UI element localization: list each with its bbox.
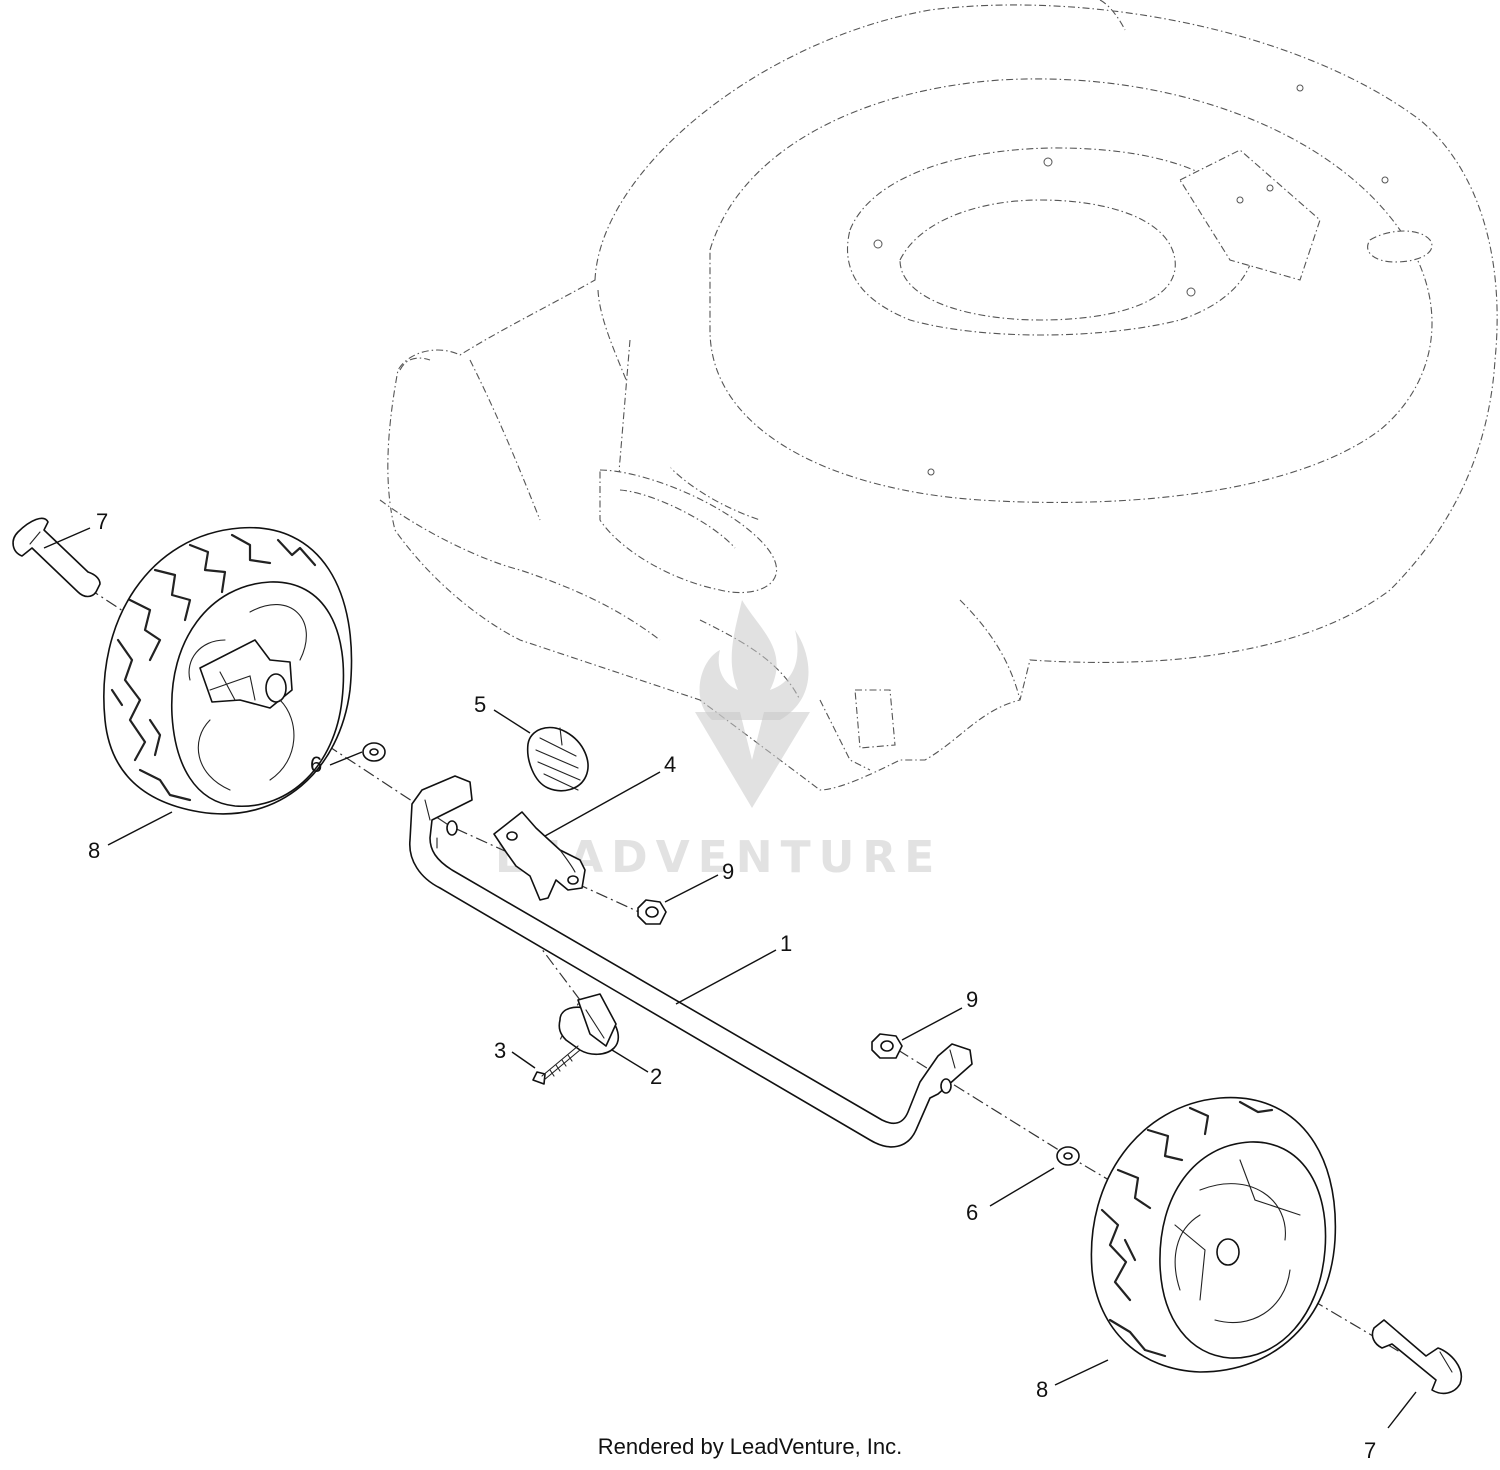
callout-7-left: 7 [96, 509, 108, 534]
leader-lines [43, 527, 1417, 1429]
leader-7-right [1387, 1391, 1417, 1429]
callout-8-left: 8 [88, 838, 100, 863]
leader-8-left [107, 811, 173, 846]
washer-right [1056, 1146, 1080, 1166]
leader-9-upper [664, 874, 719, 903]
leader-2 [611, 1049, 649, 1073]
callout-9-upper: 9 [722, 859, 734, 884]
callout-2: 2 [650, 1064, 662, 1089]
leader-6-right [989, 1167, 1055, 1207]
callout-6-right: 6 [966, 1200, 978, 1225]
adjuster-knob [526, 726, 589, 792]
leader-8-right [1054, 1359, 1109, 1386]
callout-6-left: 6 [310, 752, 322, 777]
leader-6-left [329, 751, 363, 766]
mower-deck-outline [379, 0, 1498, 791]
axle-bolt-left [12, 517, 101, 598]
callout-3: 3 [494, 1038, 506, 1063]
callout-5: 5 [474, 692, 486, 717]
callout-9-lower: 9 [966, 987, 978, 1012]
leader-7-left [43, 527, 91, 549]
callout-1: 1 [780, 931, 792, 956]
footer-credit: Rendered by LeadVenture, Inc. [597, 1434, 903, 1459]
nut-upper [637, 899, 667, 925]
washer-left [362, 742, 386, 762]
leader-9-lower [901, 1007, 963, 1041]
axle-rod [409, 775, 973, 1148]
leader-1 [675, 949, 777, 1005]
adjuster-bracket [493, 811, 586, 901]
callout-labels: 7 5 4 6 8 9 1 3 2 9 6 8 7 [88, 509, 1376, 1463]
height-latch [558, 993, 620, 1056]
leader-4 [544, 771, 661, 837]
nut-lower [871, 1033, 903, 1059]
callout-4: 4 [664, 752, 676, 777]
leader-5 [493, 709, 531, 734]
callout-7-right: 7 [1364, 1438, 1376, 1463]
wheel-left [103, 526, 353, 815]
screw [532, 1045, 581, 1085]
callout-8-right: 8 [1036, 1377, 1048, 1402]
leader-3 [511, 1051, 536, 1069]
axle-bolt-right [1371, 1319, 1463, 1395]
wheel-right [1090, 1096, 1337, 1373]
